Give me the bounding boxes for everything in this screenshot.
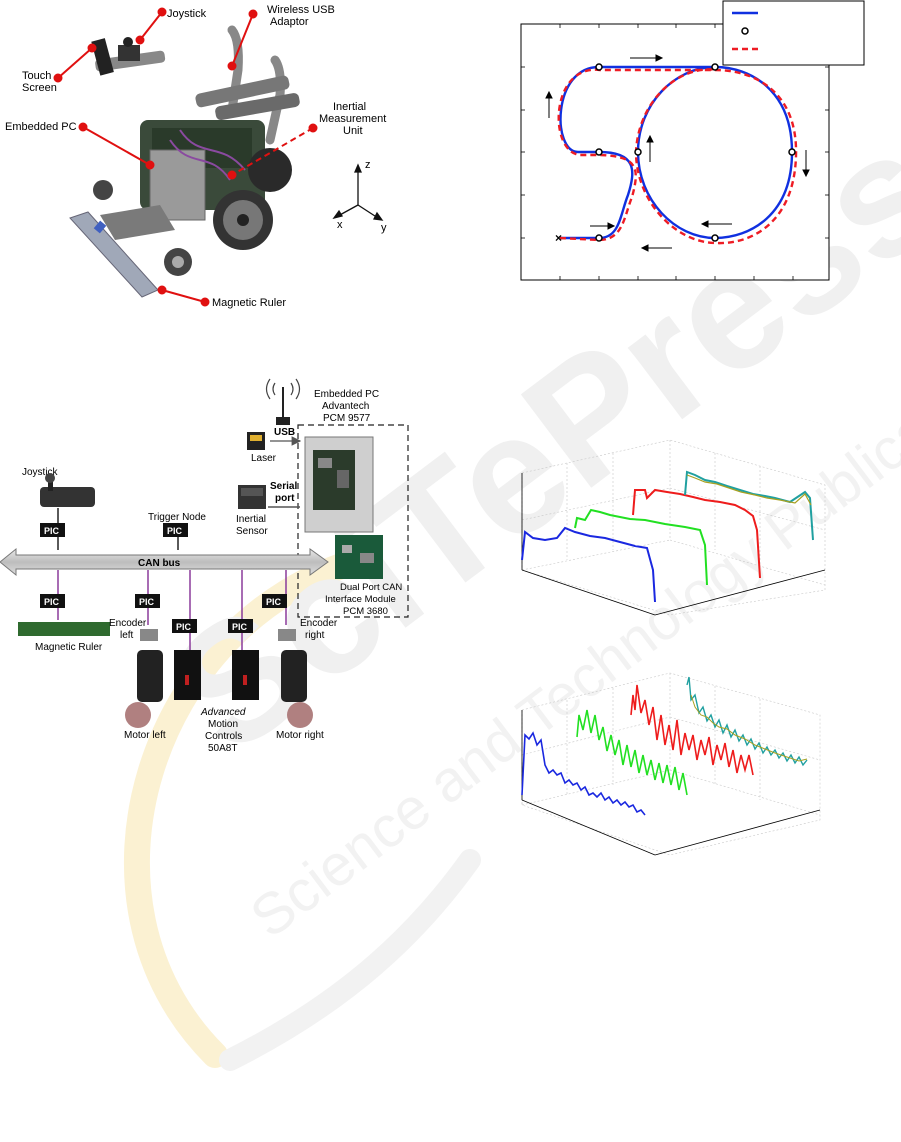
svg-text:PIC: PIC bbox=[44, 526, 60, 536]
waterfall-top-series-blue bbox=[521, 526, 656, 603]
label-wireless-usb-line1: Wireless USB bbox=[267, 4, 335, 16]
svg-text:PIC: PIC bbox=[176, 622, 192, 632]
label-usb: USB bbox=[274, 427, 295, 438]
waterfall-figure-bottom bbox=[521, 672, 821, 856]
label-inertial-sensor: Inertial Sensor bbox=[236, 514, 269, 537]
embedded-pc-photo bbox=[304, 436, 374, 533]
joystick-icon bbox=[40, 473, 95, 507]
label-motor-right: Motor right bbox=[276, 730, 324, 741]
pic-node-ctrl-left: PIC bbox=[172, 570, 197, 650]
antenna-icon bbox=[265, 378, 301, 425]
waterfall-top-series-overlay bbox=[686, 474, 812, 506]
wheelchair-photo bbox=[69, 25, 300, 298]
label-joystick: Joystick bbox=[167, 8, 207, 20]
waterfall-bottom-series-red bbox=[630, 684, 754, 776]
axis-z-label: z bbox=[365, 159, 371, 171]
axis-triad bbox=[332, 163, 384, 221]
label-wireless-usb-line2: Adaptor bbox=[270, 16, 309, 28]
encoder-right-icon bbox=[278, 629, 296, 641]
label-serial-port: Serial port bbox=[270, 481, 300, 504]
waterfall-top-series-red bbox=[632, 488, 761, 579]
pic-nodes: PIC PIC PIC PIC PIC PIC PIC bbox=[40, 508, 287, 650]
trajectory-actual bbox=[557, 68, 798, 245]
waterfall-bottom-series-overlay bbox=[690, 694, 808, 762]
legend-marker-waypoint bbox=[741, 27, 749, 35]
waterfall-top-series-green bbox=[574, 508, 708, 586]
axis-y-label: y bbox=[381, 222, 387, 234]
label-motor-left: Motor left bbox=[124, 730, 166, 741]
label-dual-port: Dual Port CAN Interface Module PCM 3680 bbox=[325, 582, 405, 617]
pic-node-ctrl-right: PIC bbox=[228, 570, 253, 650]
waterfall-figure-top bbox=[521, 439, 826, 616]
architecture-figure: Embedded PC Advantech PCM 9577 Laser USB… bbox=[0, 378, 409, 754]
pic-node-ruler: PIC bbox=[40, 570, 65, 620]
pic-node-joystick: PIC bbox=[40, 508, 65, 550]
waterfall-bottom-series-blue bbox=[521, 731, 646, 816]
svg-text:PIC: PIC bbox=[167, 526, 183, 536]
label-can-bus: CAN bus bbox=[138, 558, 181, 569]
encoder-left-icon bbox=[140, 629, 158, 641]
wheelchair-pointers bbox=[53, 7, 318, 307]
label-touch-screen: Touch Screen bbox=[22, 70, 57, 94]
trajectory-legend bbox=[722, 0, 865, 66]
waterfall-top-series-teal bbox=[684, 470, 814, 541]
label-embedded-pc-arch: Embedded PC Advantech PCM 9577 bbox=[314, 389, 382, 424]
label-imu: Inertial Measurement Unit bbox=[319, 101, 389, 137]
axis-x-label: x bbox=[337, 219, 343, 231]
label-touch-line2: Screen bbox=[22, 82, 57, 94]
motor-right-icon bbox=[281, 650, 313, 728]
motor-left-icon bbox=[125, 650, 163, 728]
motion-controller-left bbox=[174, 650, 201, 700]
magnetic-ruler-board bbox=[18, 622, 110, 636]
can-bus-arrow bbox=[0, 547, 329, 577]
waterfall-bottom-series-teal bbox=[686, 676, 808, 767]
svg-text:PIC: PIC bbox=[139, 597, 155, 607]
trajectory-start-mark: × bbox=[555, 231, 562, 245]
label-touch-line1: Touch bbox=[22, 70, 51, 82]
trajectory-waypoints bbox=[595, 63, 796, 242]
svg-text:PIC: PIC bbox=[232, 622, 248, 632]
svg-text:PIC: PIC bbox=[266, 597, 282, 607]
laser-icon bbox=[247, 432, 265, 450]
trajectory-direction-arrows bbox=[545, 54, 810, 252]
waterfall-bottom-grid bbox=[521, 672, 821, 856]
waterfall-top-grid bbox=[521, 439, 826, 616]
motion-controller-right bbox=[232, 650, 259, 700]
label-laser: Laser bbox=[251, 453, 277, 464]
label-wireless-usb: Wireless USB Adaptor bbox=[267, 4, 338, 28]
label-trigger-node: Trigger Node bbox=[148, 512, 206, 523]
waterfall-top-axes bbox=[521, 473, 826, 616]
trajectory-reference bbox=[559, 65, 794, 240]
label-embedded-pc: Embedded PC bbox=[5, 121, 77, 133]
can-card-photo bbox=[335, 535, 383, 579]
trajectory-figure: × bbox=[520, 0, 865, 281]
label-joystick-arch: Joystick bbox=[22, 467, 59, 478]
pic-node-trigger: PIC bbox=[163, 523, 188, 550]
waterfall-bottom-series-green bbox=[576, 709, 688, 796]
wheelchair-figure: Joystick Wireless USB Adaptor Touch Scre… bbox=[5, 4, 389, 309]
pic-node-enc-right: PIC bbox=[262, 570, 287, 625]
svg-text:PIC: PIC bbox=[44, 597, 60, 607]
embedded-pc-box bbox=[297, 424, 409, 618]
pic-node-enc-left: PIC bbox=[135, 570, 160, 625]
label-controls-brand: Advanced bbox=[200, 707, 246, 718]
inertial-sensor-icon bbox=[238, 485, 266, 509]
label-magnetic-ruler: Magnetic Ruler bbox=[212, 297, 286, 309]
label-magnetic-ruler-arch: Magnetic Ruler bbox=[35, 642, 103, 653]
